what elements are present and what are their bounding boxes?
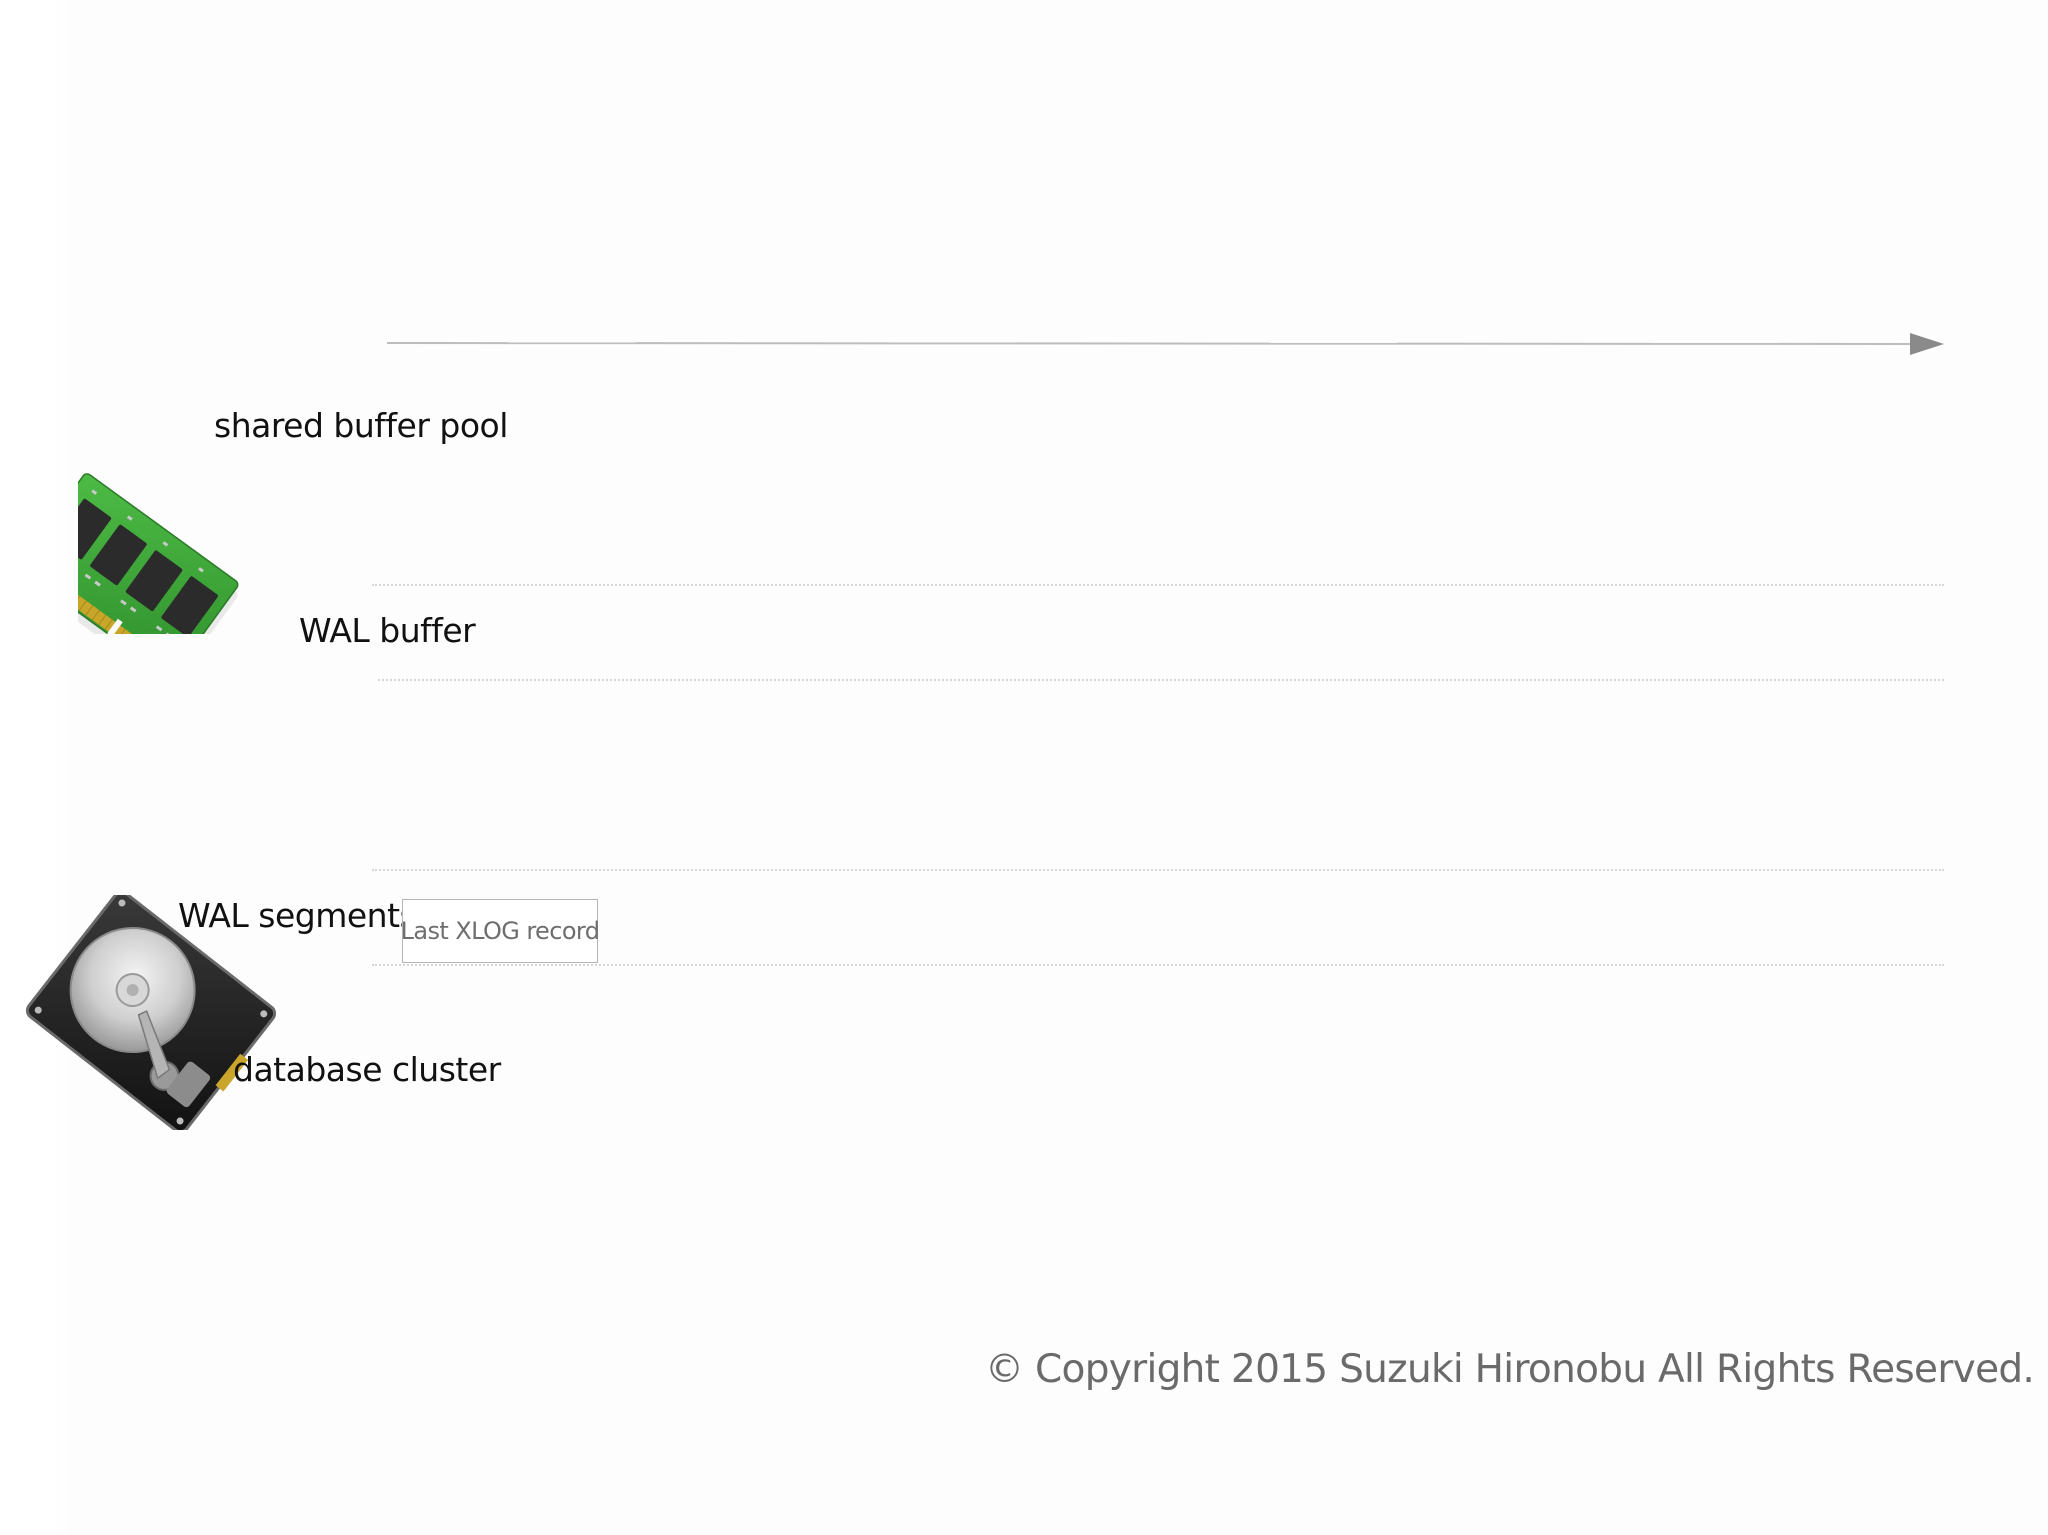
wal-segments-label: WAL segments [178,896,417,935]
shared-buffer-pool-label: shared buffer pool [214,406,508,445]
wal-buffer-divider [378,679,1944,681]
wal-segments-bottom-divider [372,964,1944,966]
wal-buffer-label: WAL buffer [299,611,476,650]
last-xlog-record-box: Last XLOG record [400,899,600,963]
copyright-notice: © Copyright 2015 Suzuki Hironobu All Rig… [985,1347,2035,1392]
shared-buffer-divider [372,584,1944,586]
last-xlog-record-label: Last XLOG record [400,917,600,945]
memory-module-icon [17,424,308,687]
database-cluster-label: database cluster [233,1050,501,1089]
wal-segments-top-divider [372,869,1944,871]
hard-disk-drive-icon [25,890,277,1134]
